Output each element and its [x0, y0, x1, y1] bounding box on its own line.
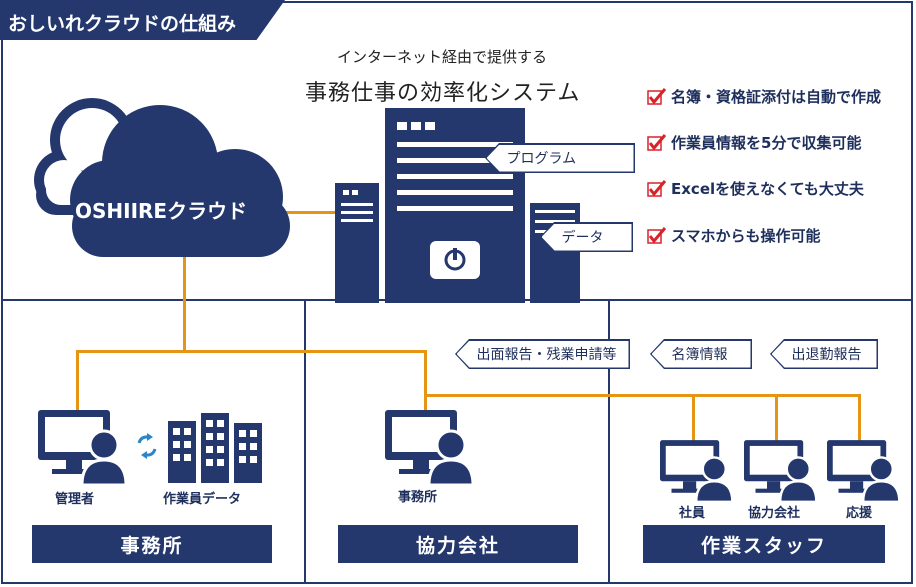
feature-label: Excelを使えなくても大丈夫 — [671, 180, 864, 198]
feature-label: スマホからも操作可能 — [671, 227, 821, 245]
feature-item: Excelを使えなくても大丈夫 — [647, 178, 864, 199]
connector-partner-down — [775, 394, 778, 442]
program-tag: プログラム — [485, 143, 635, 173]
flow-tag-label: 出退勤報告 — [771, 340, 877, 368]
computer-user-icon — [38, 410, 128, 487]
support-label: 応援 — [846, 506, 873, 521]
subtitle-line1: インターネット経由で提供する — [337, 48, 548, 66]
section-divider-1 — [304, 299, 306, 583]
checkmark-icon — [647, 133, 667, 151]
cloud-label: OSHIIREクラウド — [75, 199, 248, 223]
section-partner: 協力会社 — [338, 525, 578, 563]
connector-office-down — [424, 350, 427, 412]
buildings-icon — [168, 413, 262, 483]
feature-item: 作業員情報を5分で収集可能 — [647, 132, 861, 153]
office-label: 事務所 — [398, 490, 438, 505]
page-title: おしいれクラウドの仕組み — [8, 13, 237, 35]
connector-admin-down — [76, 350, 79, 412]
admin-label: 管理者 — [55, 492, 95, 507]
connector-employee-down — [692, 394, 695, 442]
program-tag-label: プログラム — [486, 144, 634, 172]
flow-tag-roster: 名簿情報 — [650, 339, 752, 369]
section-office: 事務所 — [32, 525, 272, 563]
connector-cloud-down — [183, 255, 186, 352]
flow-tag-reports: 出面報告・残業申請等 — [455, 339, 630, 369]
server-icon — [335, 108, 580, 303]
feature-label: 名簿・資格証添付は自動で作成 — [671, 88, 882, 106]
section-staff: 作業スタッフ — [643, 525, 885, 563]
feature-item: スマホからも操作可能 — [647, 225, 821, 246]
checkmark-icon — [647, 179, 667, 197]
feature-label: 作業員情報を5分で収集可能 — [671, 134, 862, 152]
flow-tag-label: 名簿情報 — [651, 340, 751, 368]
flow-tag-attendance: 出退勤報告 — [770, 339, 878, 369]
checkmark-icon — [647, 226, 667, 244]
computer-user-icon — [827, 440, 901, 504]
cloud-icon — [34, 98, 290, 257]
computer-user-icon — [744, 440, 818, 504]
worker-data-label: 作業員データ — [163, 492, 242, 507]
sync-icon — [137, 433, 157, 459]
feature-item: 名簿・資格証添付は自動で作成 — [647, 86, 881, 107]
title-tab — [0, 0, 285, 40]
subtitle-line2: 事務仕事の効率化システム — [305, 81, 581, 106]
partner-label: 協力会社 — [748, 506, 801, 521]
employee-label: 社員 — [679, 506, 706, 521]
computer-user-icon — [385, 410, 475, 487]
connector-main-horizontal — [76, 350, 426, 353]
connector-support-down — [858, 394, 861, 442]
checkmark-icon — [647, 87, 667, 105]
computer-user-icon — [660, 440, 734, 504]
section-divider-2 — [608, 299, 610, 583]
connector-cloud-server — [285, 211, 337, 214]
flow-tag-label: 出面報告・残業申請等 — [456, 340, 629, 368]
connector-staff-horizontal — [424, 394, 860, 397]
data-tag-label: データ — [541, 223, 632, 251]
data-tag: データ — [540, 222, 633, 252]
